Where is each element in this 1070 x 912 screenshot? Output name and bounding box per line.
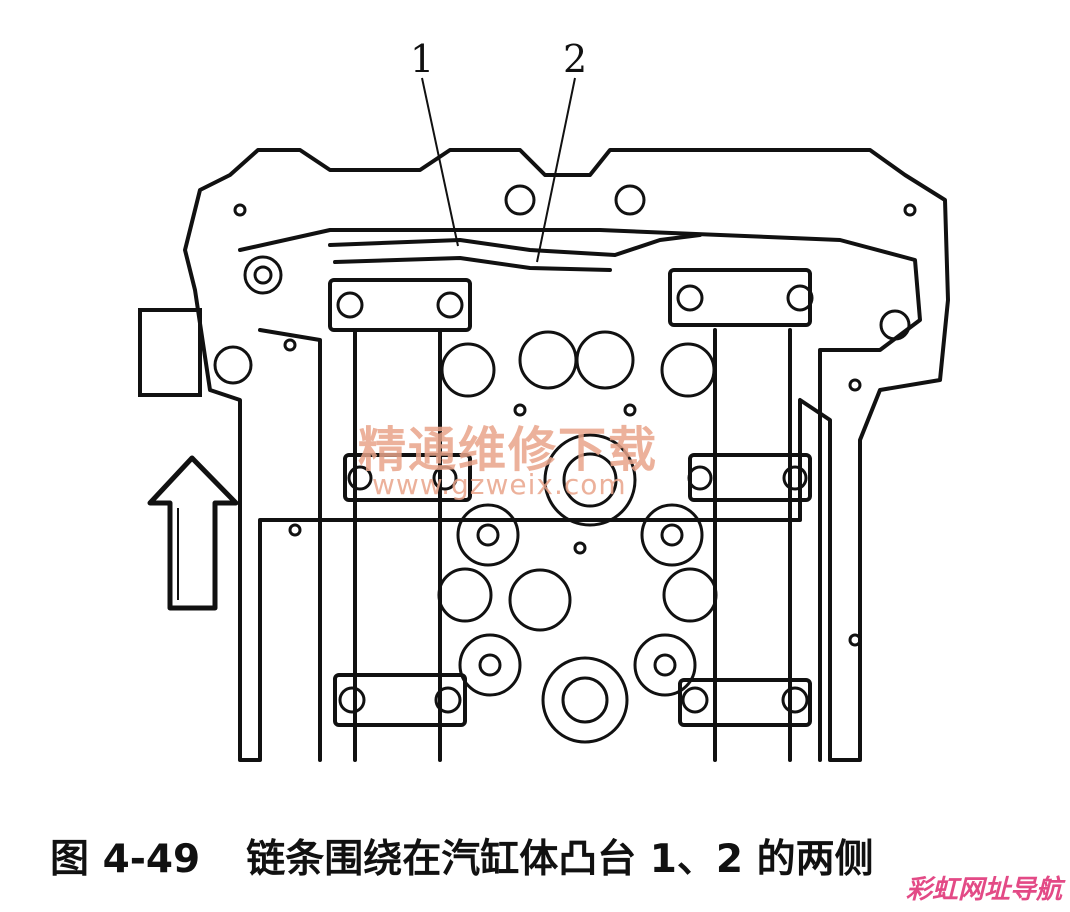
camshaft-left (353, 328, 442, 762)
cylinder-head-outline (183, 148, 950, 762)
leader-line-2 (536, 77, 576, 263)
bearing-cap-low-left (333, 673, 467, 727)
figure-caption-text: 链条围绕在汽缸体凸台 1、2 的两侧 (246, 837, 874, 882)
bearing-cap-mid-left (343, 453, 472, 502)
timing-chain (328, 233, 702, 257)
oil-port (138, 308, 202, 397)
watermark-site-url: www.gzweix.com (372, 468, 627, 501)
bearing-cap-low-right (678, 678, 812, 727)
inner-frame (238, 228, 922, 762)
camshaft-right (713, 328, 792, 762)
watermark-site-name: 精通维修下载 (358, 422, 659, 478)
corner-site-logo[interactable]: 彩虹网址导航 (905, 875, 1062, 905)
callout-label-2: 2 (563, 37, 588, 81)
figure-caption: 图 4-49 链条围绕在汽缸体凸台 1、2 的两侧 (50, 828, 874, 884)
leader-line-1 (421, 77, 459, 247)
engine-cylinder-head-drawing (138, 77, 950, 762)
direction-arrow-up (147, 455, 239, 611)
callout-label-1: 1 (410, 37, 435, 81)
bearing-cap-top-right (668, 268, 812, 327)
figure-number: 图 4-49 (50, 837, 201, 882)
bearing-cap-top-left (328, 278, 472, 332)
